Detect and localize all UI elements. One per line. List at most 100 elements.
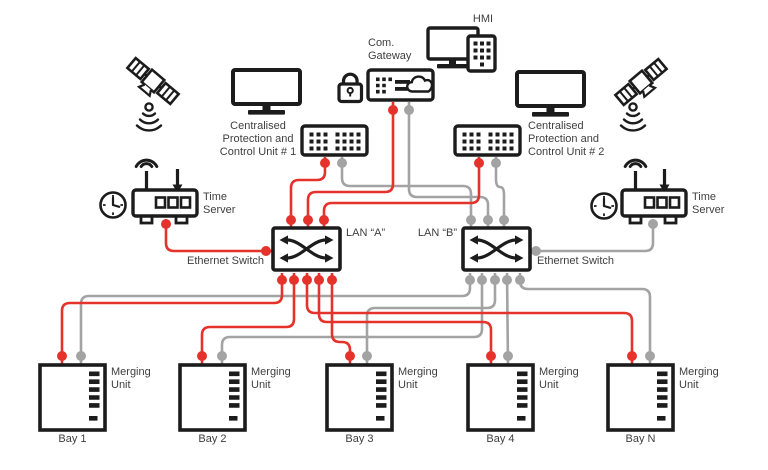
arrow-head — [325, 235, 334, 245]
merging-unit-line1: Merging — [679, 366, 719, 378]
merging-unit-label-bay-2: Merging Unit — [251, 366, 291, 392]
merging-unit-line1: Merging — [398, 366, 438, 378]
merging-unit-bay-n-icon — [606, 363, 675, 432]
switch-arrow — [476, 238, 517, 260]
arrow-head — [469, 235, 478, 245]
merging-unit-line2: Unit — [251, 379, 271, 391]
gateway-label-line1: Com. — [368, 37, 395, 49]
time-server-left-line2: Server — [203, 204, 236, 216]
gateway-dots — [376, 77, 392, 94]
arrow-head — [469, 253, 478, 263]
lan-a-connection-dots — [57, 105, 637, 361]
connection-line — [305, 273, 634, 366]
monitor-screen — [515, 70, 586, 108]
gateway-label: Com. Gateway — [368, 37, 411, 63]
wifi-icon — [139, 162, 154, 168]
terminal-bars — [229, 371, 240, 421]
ethernet-switch-lan-b-icon — [461, 226, 532, 272]
connection-line — [531, 221, 655, 253]
time-server-right-icon — [620, 158, 688, 225]
cpc2-icon — [453, 70, 586, 157]
port — [656, 196, 668, 209]
monitor-screen — [231, 68, 302, 106]
satellite-signal-left-icon — [135, 102, 163, 132]
time-server-right-label: Time Server — [692, 191, 724, 217]
merging-unit-line2: Unit — [398, 379, 418, 391]
connection-line — [322, 157, 481, 227]
cpc2-label-line3: Control Unit # 2 — [528, 146, 605, 158]
satellite-right-icon — [613, 56, 673, 112]
connection-line — [289, 157, 327, 227]
merging-unit-bay-4-icon — [466, 363, 535, 432]
cpc2-label-line2: Protection and — [528, 133, 599, 145]
merging-unit-bay-1-icon — [38, 363, 107, 432]
gateway-bar — [395, 80, 410, 84]
time-server-left-line1: Time — [203, 191, 228, 203]
cpc1-label-line2: Protection and — [222, 133, 294, 145]
connection-line — [306, 102, 395, 227]
connection-line — [79, 273, 472, 366]
terminal-bars — [657, 371, 668, 421]
merging-unit-bay-3-icon — [325, 363, 394, 432]
merging-unit-line2: Unit — [539, 379, 559, 391]
gateway-label-line2: Gateway — [368, 50, 412, 62]
gateway-bar — [395, 87, 410, 91]
connection-line — [60, 273, 284, 366]
arrow-head — [515, 235, 524, 245]
arrow-head — [515, 253, 524, 263]
bay-n-label: Bay N — [625, 433, 656, 445]
arrow-head — [279, 253, 288, 263]
port — [167, 196, 179, 209]
ethernet-switch-lan-a-icon — [271, 226, 342, 272]
cpc1-label-line1: Centralised — [230, 120, 286, 132]
arrow-head — [279, 235, 288, 245]
merging-unit-bay-2-icon — [178, 363, 247, 432]
lan-b-connection-lines — [79, 102, 655, 367]
merging-unit-line2: Unit — [679, 379, 699, 391]
lock-shackle — [341, 72, 359, 84]
connection-line — [200, 273, 296, 366]
com-gateway-icon — [366, 68, 435, 102]
bay-4-label: Bay 4 — [486, 433, 515, 445]
switch-arrow — [286, 238, 327, 260]
lan-b-label: LAN “B” — [417, 227, 457, 239]
port — [179, 196, 192, 209]
monitor-stand — [262, 104, 271, 110]
cpc2-label: Centralised Protection and Control Unit … — [528, 120, 604, 159]
connection-line — [317, 273, 493, 366]
hmi-label: HMI — [472, 13, 494, 25]
merging-unit-line1: Merging — [111, 366, 151, 378]
terminal-bars — [89, 371, 100, 421]
connection-line — [340, 157, 473, 227]
keypad-dots — [473, 41, 491, 67]
port — [668, 196, 681, 209]
port — [643, 196, 656, 209]
merging-unit-line1: Merging — [539, 366, 579, 378]
port — [154, 196, 167, 209]
lan-a-connection-lines — [60, 102, 634, 366]
arrow-head — [325, 253, 334, 263]
device-dots — [488, 132, 514, 151]
bay-2-label: Bay 2 — [198, 433, 227, 445]
terminal-bars — [376, 371, 387, 421]
connection-line — [407, 102, 490, 227]
merging-unit-line2: Unit — [111, 379, 131, 391]
cloud-icon — [405, 75, 434, 93]
lock-icon — [337, 72, 364, 104]
cpc1-label-line3: Control Unit # 1 — [219, 146, 297, 158]
connection-line — [365, 273, 497, 366]
wifi-icon — [628, 162, 643, 168]
bay-1-label: Bay 1 — [58, 433, 87, 445]
monitor-base — [248, 110, 285, 115]
clock-right-icon — [590, 192, 618, 220]
connection-line — [494, 157, 506, 227]
ethernet-switch-left-label: Ethernet Switch — [187, 255, 265, 267]
monitor-base — [532, 112, 569, 117]
ethernet-switch-right-label: Ethernet Switch — [537, 255, 615, 267]
wifi-icon — [623, 158, 648, 168]
connection-line — [164, 221, 274, 253]
satellite-signal-right-icon — [619, 102, 647, 132]
cpc2-label-line1: Centralised — [528, 120, 584, 132]
